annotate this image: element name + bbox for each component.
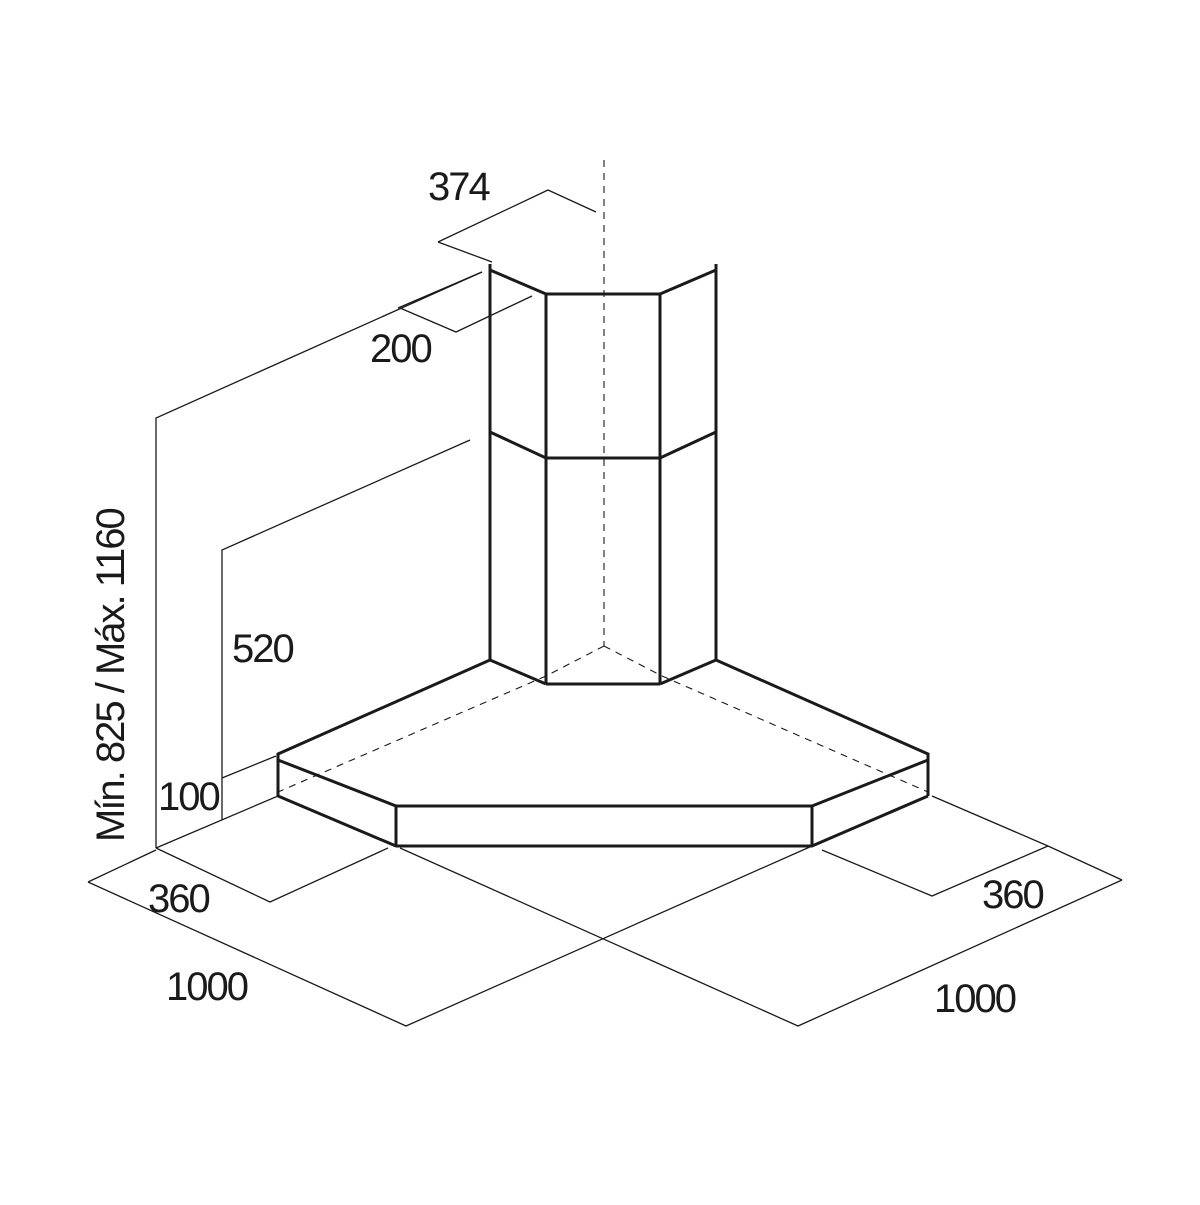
hidden-edge-right [603,645,663,677]
hidden-canopy-back-left [277,675,547,793]
dim-width-left-line [87,845,813,1027]
label-chimney-depth: 200 [370,327,431,371]
dim-lower-height-line [221,439,471,820]
canopy [276,658,930,848]
label-width-right: 1000 [934,977,1016,1021]
label-canopy-height: 100 [158,775,219,819]
dim-depth-left-line [155,847,389,903]
chimney [488,264,718,686]
dim-depth-right-ext [931,795,1049,847]
dim-chimney-width-line [437,189,597,243]
canopy-top-chimney-left [489,658,547,686]
dim-chimney-width-ext [437,241,493,263]
dim-depth-left-ext [155,795,279,849]
hidden-lines [277,160,929,793]
hidden-canopy-back-right [661,675,929,793]
chimney-top-edge [488,264,718,296]
dim-chimney-depth-line2 [399,295,533,333]
dimension-lines [87,189,1123,1027]
label-chimney-width: 374 [428,165,490,209]
dimension-labels: 374 200 Mín. 825 / Máx. 1160 520 100 360… [89,165,1045,1021]
dim-width-right-ext [1047,845,1123,881]
dim-width-right-line [399,847,1123,1027]
chimney-joint [489,430,717,460]
label-total-height: Mín. 825 / Máx. 1160 [89,508,133,842]
dim-depth-right-line [821,845,1049,897]
label-width-left: 1000 [166,965,248,1009]
dim-canopy-height-ext [221,755,277,779]
hidden-edge-left [545,645,605,677]
label-depth-right: 360 [982,873,1043,917]
canopy-top-chimney-right [659,658,717,686]
canopy-bottom-edge [277,794,929,848]
label-depth-left: 360 [148,877,209,921]
dim-total-height-line [155,271,483,848]
canopy-top-left [276,658,930,808]
label-lower-height: 520 [232,627,293,671]
dim-width-left-ext [87,849,157,883]
